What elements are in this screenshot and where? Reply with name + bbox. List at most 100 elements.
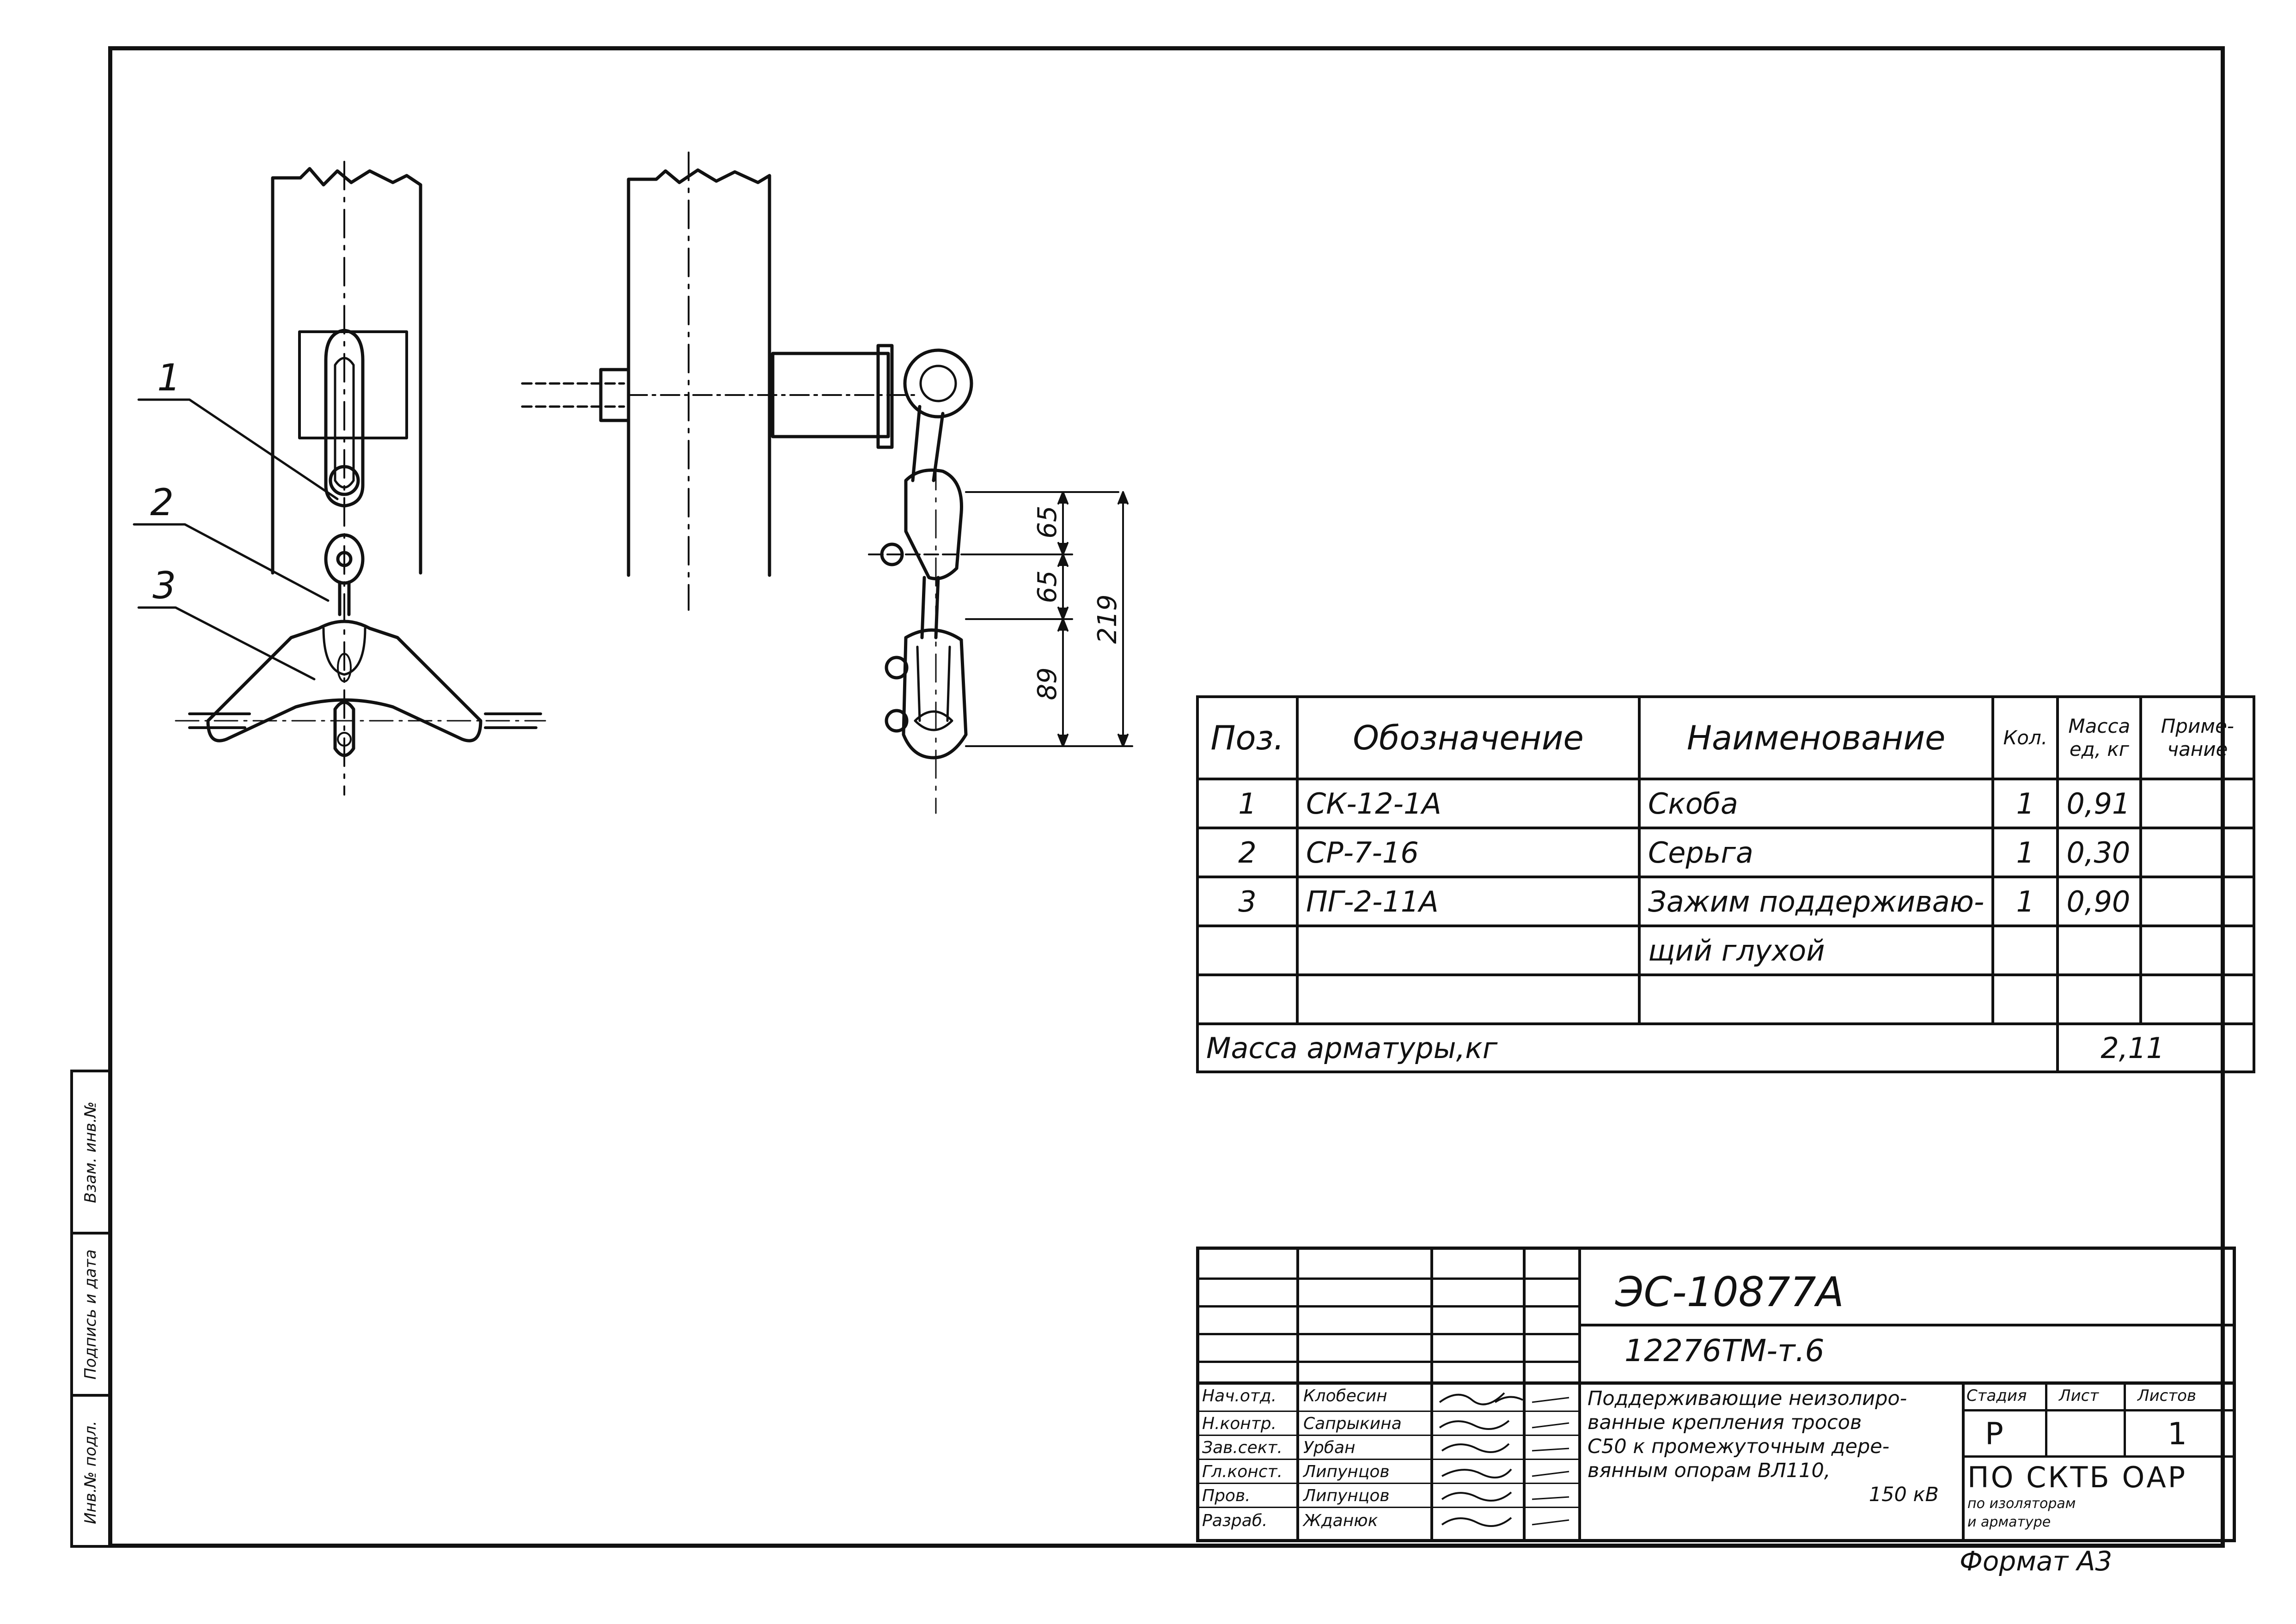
clamp-side-body (902, 628, 968, 760)
shackle-eye-side (903, 348, 973, 419)
header-qty: Кол. (1991, 695, 2059, 780)
clamp-body (206, 620, 482, 742)
cell-qty: 1 (1991, 876, 2059, 927)
total-value: 2,11 (2056, 1022, 2256, 1073)
clamp-side-ribs (916, 645, 951, 722)
link-pin (336, 551, 353, 567)
signer-role: Н.контр. (1202, 1414, 1277, 1433)
cell-designation (1296, 925, 1641, 976)
table-row: 1 СК-12-1А Скоба 1 0,91 (1196, 778, 2256, 829)
stage-value: Р (1985, 1416, 2003, 1452)
cell-name: Зажим поддерживаю- (1637, 876, 1995, 927)
signatures (1439, 1392, 1569, 1527)
cell-mass: 0,30 (2056, 827, 2143, 878)
cell-designation: СР-7-16 (1296, 827, 1641, 878)
sheets-label: Листов (2137, 1387, 2197, 1405)
clamp-side-wire (914, 710, 953, 731)
side-stamp: Взам. инв.№ Подпись и дата Инв.№ подл. (70, 1070, 108, 1548)
cell-designation: ПГ-2-11А (1296, 876, 1641, 927)
link-eye (324, 533, 365, 585)
pole-side-outline (627, 168, 771, 577)
cell-note (2139, 973, 2256, 1025)
table-row: щий глухой (1196, 925, 2256, 976)
leader-3 (137, 606, 316, 681)
total-row: Масса арматуры,кг 2,11 (1196, 1022, 2256, 1073)
signer-role: Пров. (1202, 1486, 1251, 1505)
cell-note (2139, 778, 2256, 829)
wire-left (188, 712, 251, 729)
header-name: Наименование (1637, 695, 1995, 780)
cell-pos: 2 (1196, 827, 1299, 878)
dimension-89: 89 (1032, 667, 1063, 700)
project-code: 12276ТМ-т.6 (1624, 1333, 1825, 1369)
org-sub2: и арматуре (1967, 1514, 2051, 1530)
shackle-outer (324, 328, 365, 508)
table-row (1196, 973, 2256, 1025)
signer-name: Жданюк (1303, 1511, 1378, 1530)
title-line: 150 кВ (1869, 1483, 1939, 1506)
header-mass: Масса ед, кг (2056, 695, 2143, 780)
cell-note (2139, 925, 2256, 976)
dimension-lines (965, 491, 1133, 747)
side-separator (73, 1394, 108, 1397)
cell-designation: СК-12-1А (1296, 778, 1641, 829)
title-line: вянным опорам ВЛ110, (1588, 1459, 1831, 1482)
cell-qty: 1 (1991, 778, 2059, 829)
link-body (338, 580, 351, 616)
document-title: Поддерживающие неизолиро- ванные креплен… (1588, 1387, 1957, 1507)
cell-pos: 1 (1196, 778, 1299, 829)
callout-3: 3 (153, 564, 176, 607)
link-side-upper (904, 468, 963, 580)
cell-mass (2056, 925, 2143, 976)
cell-name: щий глухой (1637, 925, 1995, 976)
cell-name: Скоба (1637, 778, 1995, 829)
total-label: Масса арматуры,кг (1196, 1022, 2059, 1073)
leader-1 (137, 398, 339, 500)
signer-name: Сапрыкина (1303, 1414, 1402, 1433)
shackle-inner (334, 357, 355, 489)
specification-table: Поз. Обозначение Наименование Кол. Масса… (1196, 695, 2256, 1073)
table-row: 3 ПГ-2-11А Зажим поддерживаю- 1 0,90 (1196, 876, 2256, 927)
signer-name: Клобесин (1303, 1387, 1387, 1405)
cell-pos: 3 (1196, 876, 1299, 927)
title-line: С50 к промежуточным дере- (1588, 1435, 1890, 1458)
clamp-bolt (337, 653, 352, 682)
signer-name: Урбан (1303, 1438, 1356, 1457)
wire-right (484, 712, 542, 729)
header-note: Приме- чание (2139, 695, 2256, 780)
table-row: 2 СР-7-16 Серьга 1 0,30 (1196, 827, 2256, 878)
bolt-washer-left (599, 368, 630, 422)
cell-mass: 0,90 (2056, 876, 2143, 927)
cell-qty (1991, 925, 2059, 976)
cell-mass: 0,91 (2056, 778, 2143, 829)
cell-designation (1296, 973, 1641, 1025)
title-line: ванные крепления тросов (1588, 1411, 1862, 1434)
cell-mass (2056, 973, 2143, 1025)
title-line: Поддерживающие неизолиро- (1588, 1387, 1907, 1410)
signer-role: Разраб. (1202, 1511, 1268, 1530)
format-label: Формат А3 (1960, 1545, 2113, 1577)
dimension-65-lower: 65 (1032, 570, 1063, 603)
cell-qty: 1 (1991, 827, 2059, 878)
dimension-65-upper: 65 (1032, 505, 1063, 538)
clamp-side-bolt-top (885, 656, 909, 680)
cell-name: Серьга (1637, 827, 1995, 878)
cell-qty (1991, 973, 2059, 1025)
leader-2 (133, 523, 330, 602)
shackle-pin (329, 465, 360, 496)
header-pos: Поз. (1196, 695, 1299, 780)
header-designation: Обозначение (1296, 695, 1641, 780)
spec-header-row: Поз. Обозначение Наименование Кол. Масса… (1196, 695, 2256, 780)
clamp-side-bolt-bottom (885, 709, 909, 733)
callout-1: 1 (157, 356, 181, 399)
stage-label: Стадия (1966, 1387, 2027, 1405)
cell-pos (1196, 973, 1299, 1025)
keeper-pin (337, 732, 352, 747)
signer-role: Нач.отд. (1202, 1387, 1277, 1405)
sheet-label: Лист (2059, 1387, 2099, 1405)
org-name: ПО СКТБ ОАР (1967, 1460, 2187, 1494)
dimension-219: 219 (1093, 595, 1123, 644)
cell-note (2139, 876, 2256, 927)
doc-number: ЭС-10877А (1615, 1268, 1844, 1316)
